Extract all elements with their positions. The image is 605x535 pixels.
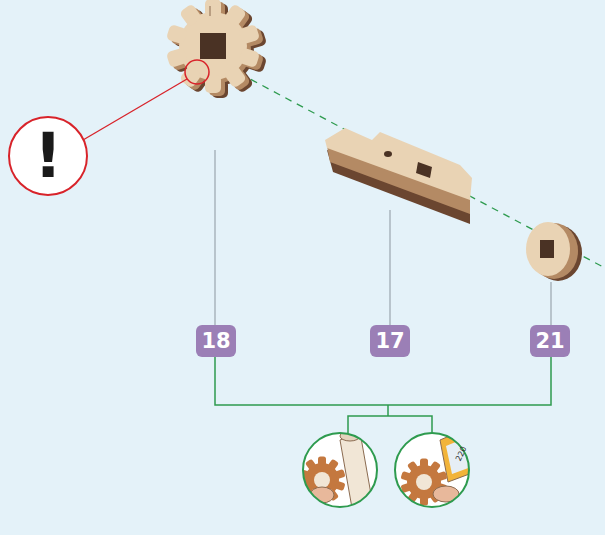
callout-number: 18 <box>201 331 230 352</box>
warning-mark: ! <box>34 125 62 187</box>
callout-number: 21 <box>535 331 564 352</box>
callout-box: 21 <box>530 325 570 357</box>
callout-box: 17 <box>370 325 410 357</box>
callout-number: 17 <box>375 331 404 352</box>
callout-box: 18 <box>196 325 236 357</box>
